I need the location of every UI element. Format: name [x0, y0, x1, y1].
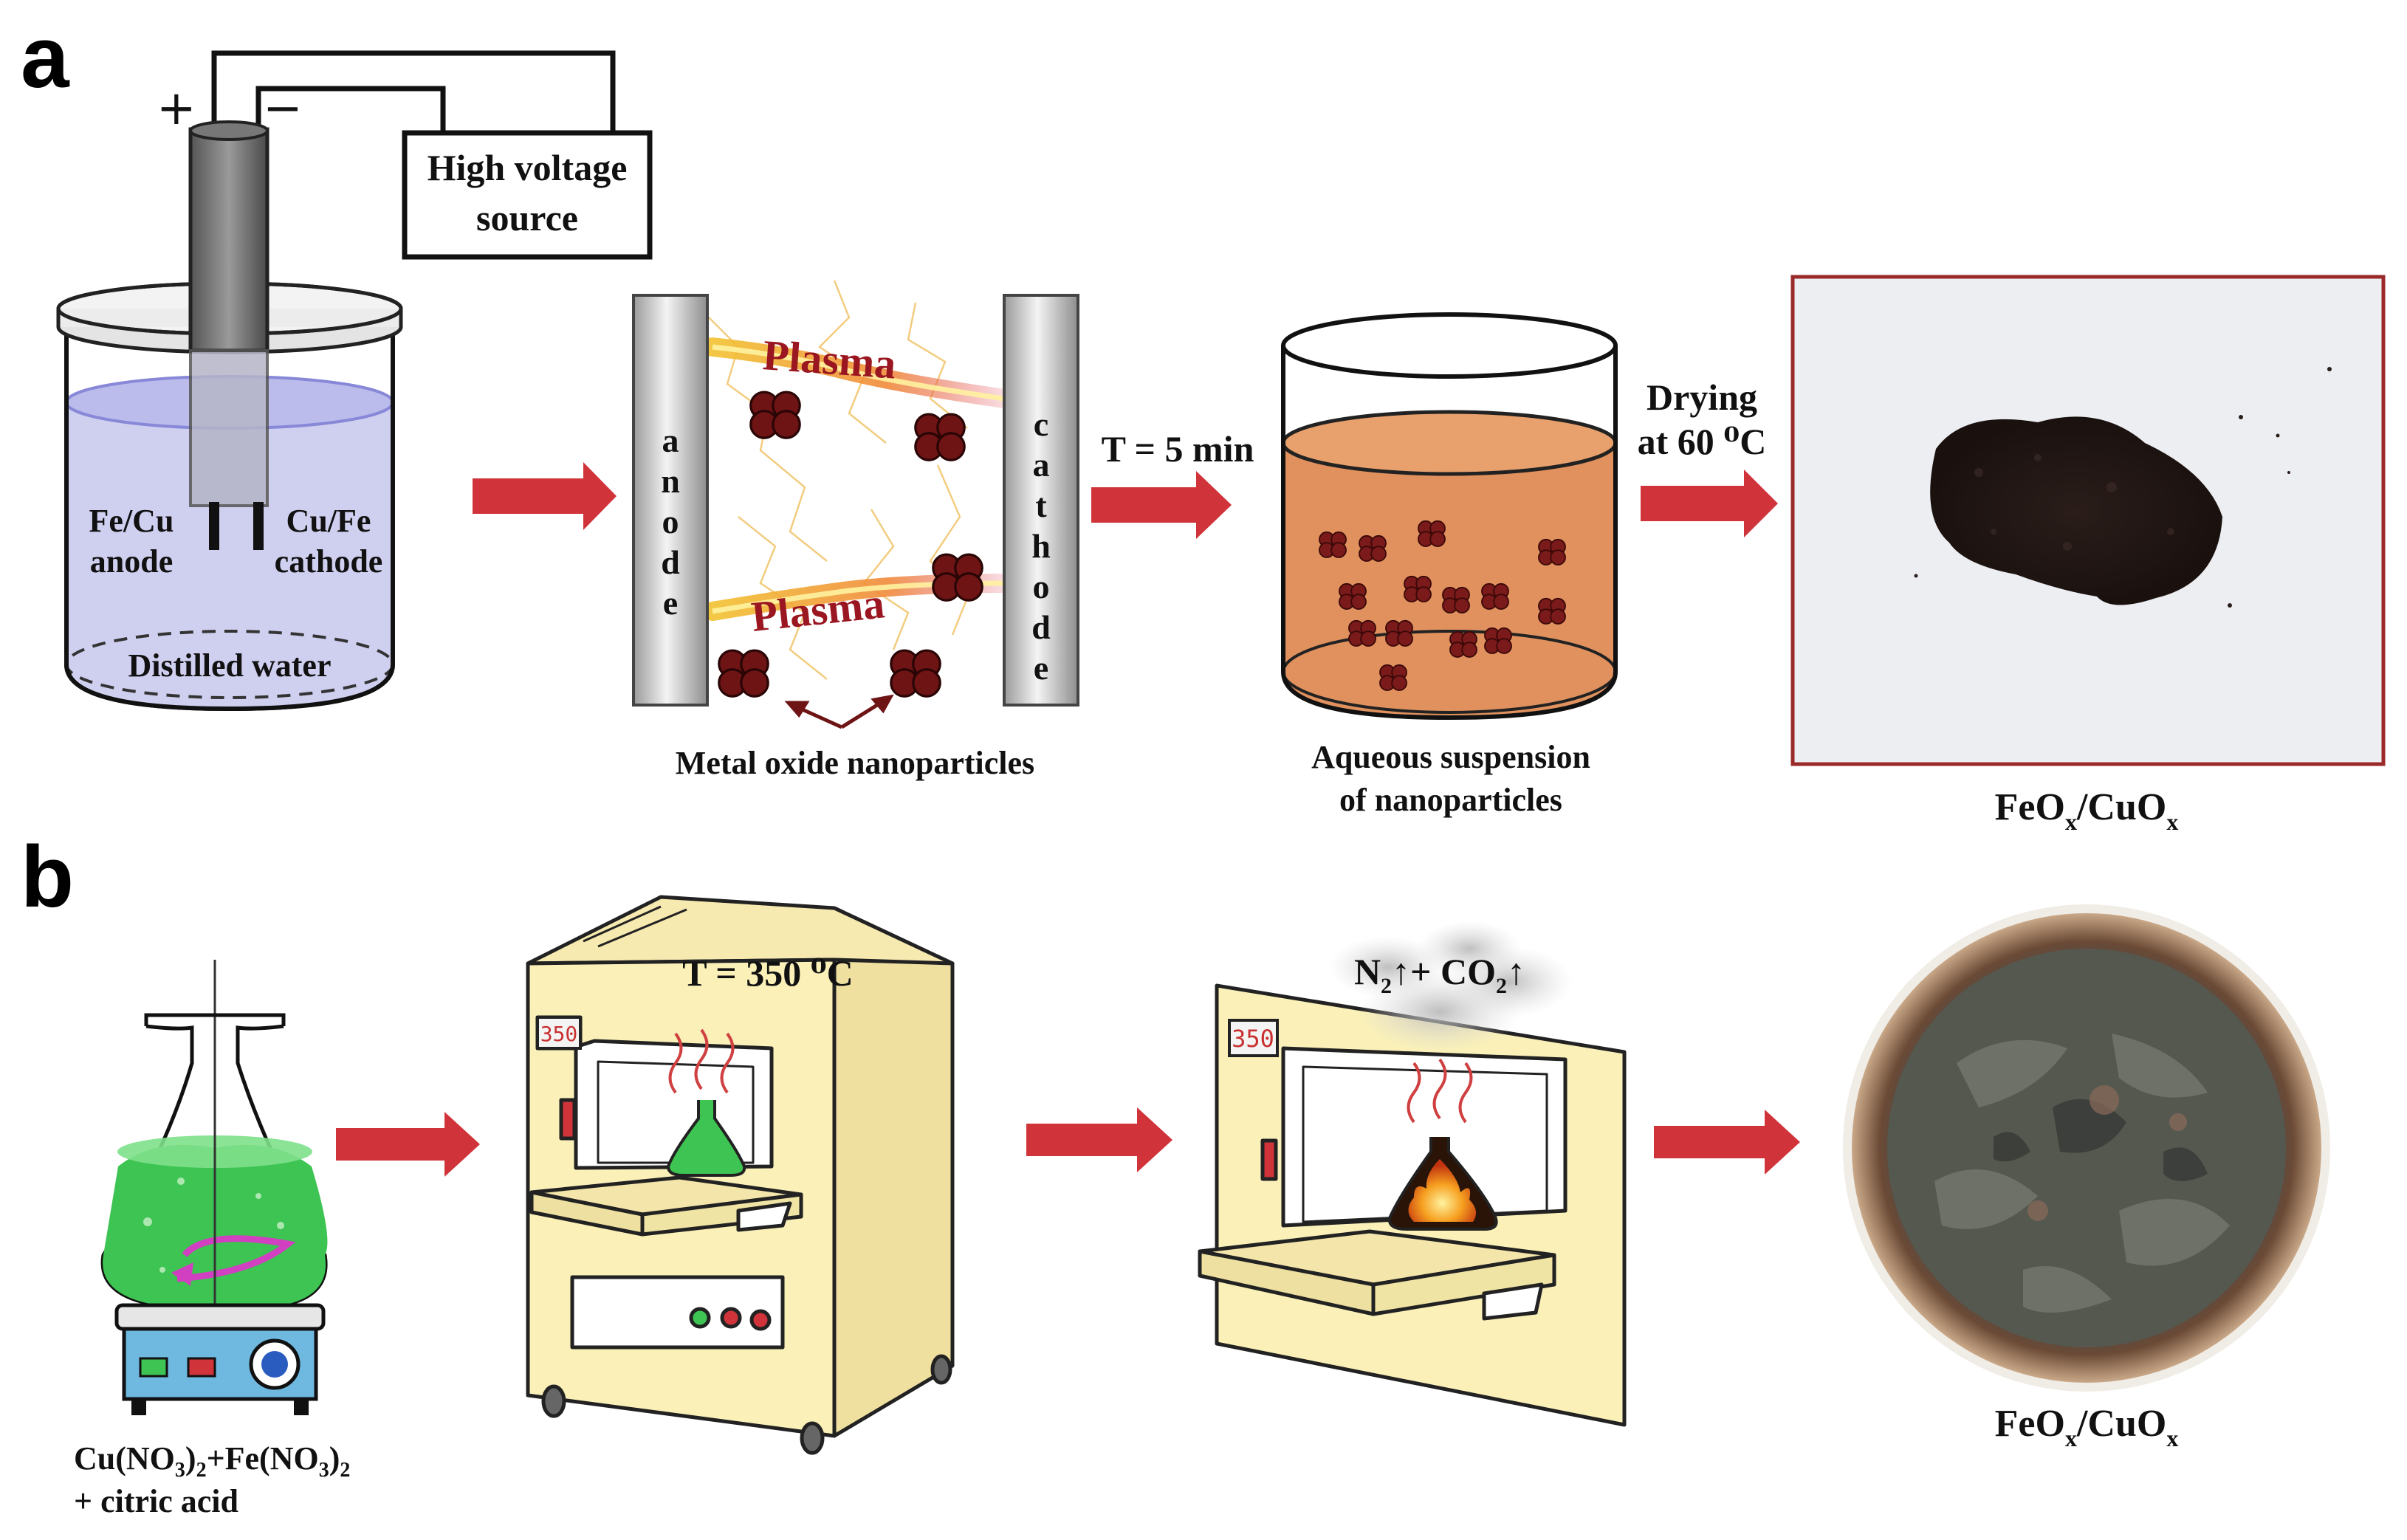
power-source-line2: source [476, 197, 578, 238]
cathode-letter-h: h [1031, 527, 1051, 565]
oven-display-1: 350 [536, 1016, 582, 1050]
plasma-label-top: Plasma [761, 331, 898, 388]
svg-text:350: 350 [1232, 1025, 1274, 1053]
power-source-line1: High voltage [428, 147, 628, 188]
cathode-letter-o: o [1033, 568, 1050, 605]
cathode-rod [1003, 294, 1079, 707]
minus-sign: − [263, 81, 303, 136]
oven-display-2: 350 [1228, 1019, 1279, 1057]
anode-label-line1: Fe/Cu [89, 503, 174, 539]
heat-waves-1 [668, 1028, 735, 1094]
cathode-label-line2: cathode [275, 543, 383, 580]
heat-waves-2 [1407, 1058, 1473, 1124]
precursor-label-line1: Cu(NO3)2+Fe(NO3)2 [74, 1440, 350, 1482]
anode-rod [632, 294, 709, 707]
cathode-label-line1: Cu/Fe [286, 503, 371, 539]
temperature-label: T = 350 ⁰C [682, 952, 853, 994]
cathode-letter-t: t [1035, 487, 1047, 524]
high-voltage-source-box [402, 130, 653, 260]
product-label-a: FeOx/CuOx [1995, 786, 2179, 835]
gas-label: N2↑+ CO2↑ [1354, 951, 1525, 998]
nanoparticle-cluster [914, 413, 966, 461]
cathode-letter-c: c [1034, 405, 1048, 443]
arrow-a3 [1641, 470, 1778, 537]
plus-sign: + [157, 81, 196, 136]
cathode-letter-d: d [1031, 608, 1051, 646]
anode-letter-a: a [662, 422, 679, 459]
product-label-b: FeOx/CuOx [1995, 1403, 2179, 1451]
svg-text:350: 350 [540, 1022, 578, 1046]
nanoparticle-cluster [890, 649, 941, 698]
precursor-label-line2: + citric acid [74, 1483, 238, 1519]
time-label: T = 5 min [1102, 428, 1254, 470]
panel-b-letter: b [21, 828, 74, 926]
nanoparticle-cluster [749, 391, 801, 439]
suspension-label-line2: of nanoparticles [1339, 782, 1562, 818]
nanoparticle-cluster [932, 553, 983, 602]
product-photo-a [1790, 275, 2386, 766]
arrow-b3 [1654, 1110, 1800, 1175]
drying-label-line1: Drying [1647, 377, 1757, 418]
anode-letter-e: e [663, 584, 678, 622]
nanoparticles-label: Metal oxide nanoparticles [676, 745, 1034, 781]
circuit-wires [211, 50, 616, 137]
flame-flask [1387, 1137, 1498, 1231]
drying-label-line2: at 60 ⁰C [1638, 421, 1767, 462]
water-label: Distilled water [128, 647, 332, 684]
crucible-photo [1843, 904, 2330, 1392]
magnetic-stirrer [114, 1303, 326, 1415]
flask-in-oven [666, 1100, 746, 1177]
suspension-label-line1: Aqueous suspension [1311, 739, 1590, 775]
panel-a-letter: a [21, 9, 70, 106]
anode-letter-d: d [661, 543, 680, 581]
nanoparticle-cluster [718, 649, 769, 698]
anode-label-line2: anode [90, 543, 173, 580]
smoke-cloud [1329, 921, 1573, 1052]
erlenmeyer-flask [100, 960, 328, 1321]
electrolysis-beaker [56, 120, 403, 712]
nanoparticle-pointer-arrows [784, 694, 894, 729]
arrow-a1 [473, 462, 617, 530]
arrow-b1 [336, 1112, 480, 1177]
cathode-letter-e: e [1034, 649, 1048, 687]
anode-letter-n: n [661, 462, 680, 500]
arrow-a2 [1091, 471, 1232, 539]
suspension-beaker [1281, 312, 1618, 721]
anode-letter-o: o [662, 503, 679, 540]
arrow-b2 [1026, 1107, 1172, 1172]
cathode-letter-a: a [1033, 446, 1050, 484]
